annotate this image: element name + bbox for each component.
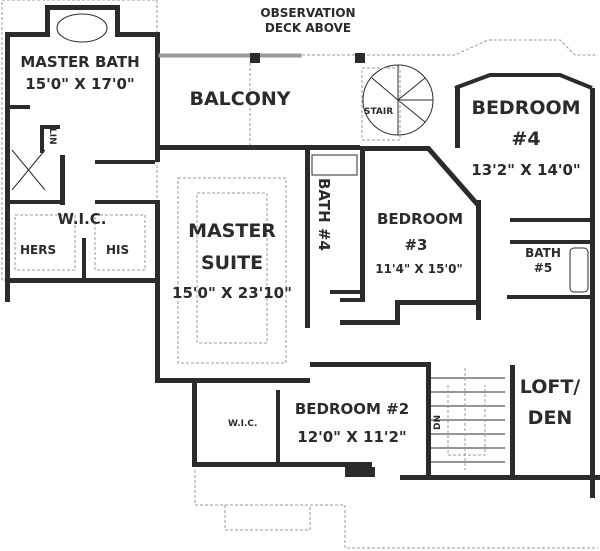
stair-down-label: DN bbox=[433, 415, 443, 431]
bedroom4-dims: 13'2" X 14'0" bbox=[471, 161, 581, 179]
observation-deck-label-2: DECK ABOVE bbox=[264, 21, 352, 35]
bedroom3-number: #3 bbox=[404, 236, 428, 254]
bedroom2-name: BEDROOM #2 bbox=[294, 400, 410, 418]
master-suite-name-1: MASTER bbox=[188, 220, 276, 242]
bath4-label: BATH #4 bbox=[315, 178, 333, 251]
bath5-name: BATH bbox=[525, 246, 561, 260]
master-bath-name: MASTER BATH bbox=[20, 53, 140, 71]
balcony-label: BALCONY bbox=[189, 88, 291, 110]
loft-name-1: LOFT/ bbox=[519, 376, 581, 398]
loft-name-2: DEN bbox=[527, 407, 573, 429]
bedroom4-number: #4 bbox=[511, 128, 541, 150]
master-suite-name-2: SUITE bbox=[200, 252, 264, 274]
master-bath-dims: 15'0" X 17'0" bbox=[25, 75, 135, 93]
observation-deck-label-1: OBSERVATION bbox=[260, 6, 356, 20]
bedroom2-wic-label: W.I.C. bbox=[228, 419, 258, 429]
wic-hers-label: HERS bbox=[20, 243, 57, 257]
bath5-number: #5 bbox=[533, 261, 553, 275]
bedroom4-name: BEDROOM bbox=[471, 97, 581, 119]
master-suite-dims: 15'0" X 23'10" bbox=[172, 284, 292, 302]
wic-his-label: HIS bbox=[106, 243, 130, 257]
linen-closet-label: LIN bbox=[47, 128, 57, 145]
bedroom3-dims: 11'4" X 15'0" bbox=[375, 262, 463, 276]
master-wic-label: W.I.C. bbox=[57, 210, 107, 228]
spiral-stair-label: STAIR bbox=[364, 107, 394, 117]
bedroom2-dims: 12'0" X 11'2" bbox=[297, 428, 407, 446]
bedroom3-name: BEDROOM bbox=[376, 210, 464, 228]
